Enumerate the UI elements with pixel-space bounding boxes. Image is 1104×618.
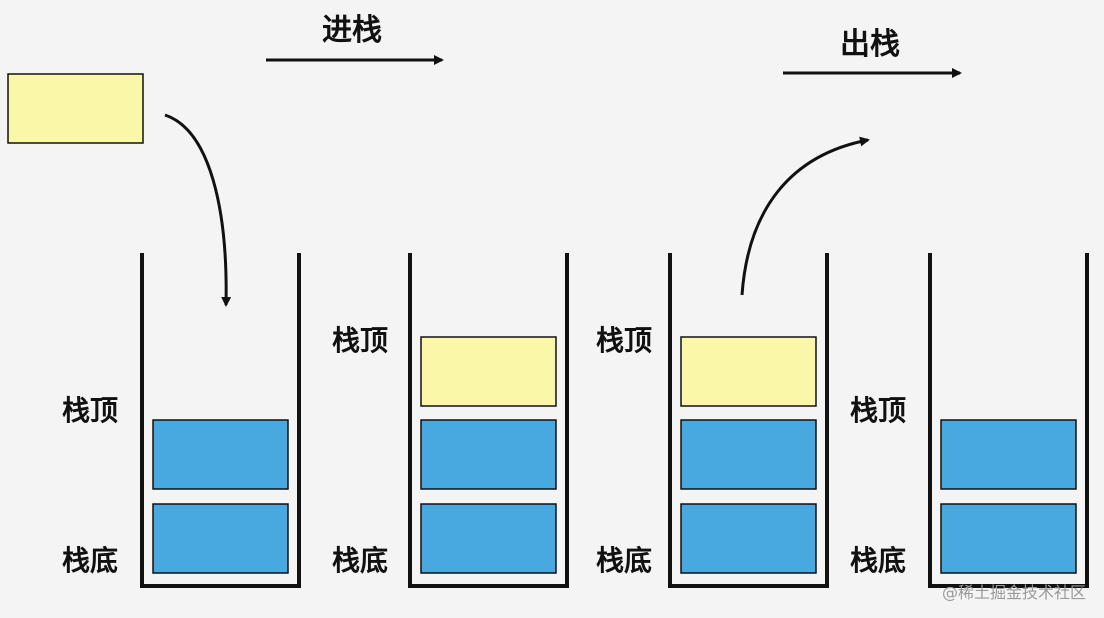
- pushed-element: [420, 336, 557, 407]
- stack-bottom-label: 栈底: [62, 544, 118, 577]
- stack-top-label: 栈顶: [62, 394, 118, 427]
- stack-element: [680, 419, 817, 490]
- stack-bottom-label: 栈底: [850, 544, 906, 577]
- stack-element: [152, 419, 289, 490]
- push-label: 进栈: [322, 13, 382, 48]
- pushed-element: [680, 336, 817, 407]
- stack-top-label: 栈顶: [596, 324, 652, 357]
- pop-label: 出栈: [840, 27, 900, 62]
- stack-element: [152, 503, 289, 574]
- stack-top-label: 栈顶: [850, 394, 906, 427]
- incoming-element: [7, 73, 144, 144]
- stack-top-label: 栈顶: [332, 324, 388, 357]
- watermark: @稀土掘金技术社区: [942, 583, 1086, 602]
- stack-bottom-label: 栈底: [596, 544, 652, 577]
- stack-element: [940, 503, 1077, 574]
- stack-element: [420, 503, 557, 574]
- stack-element: [680, 503, 817, 574]
- stack-element: [940, 419, 1077, 490]
- stack-element: [420, 419, 557, 490]
- pop-curve-arrow: [740, 136, 870, 296]
- stack-bottom-label: 栈底: [332, 544, 388, 577]
- push-curve-arrow: [164, 113, 232, 307]
